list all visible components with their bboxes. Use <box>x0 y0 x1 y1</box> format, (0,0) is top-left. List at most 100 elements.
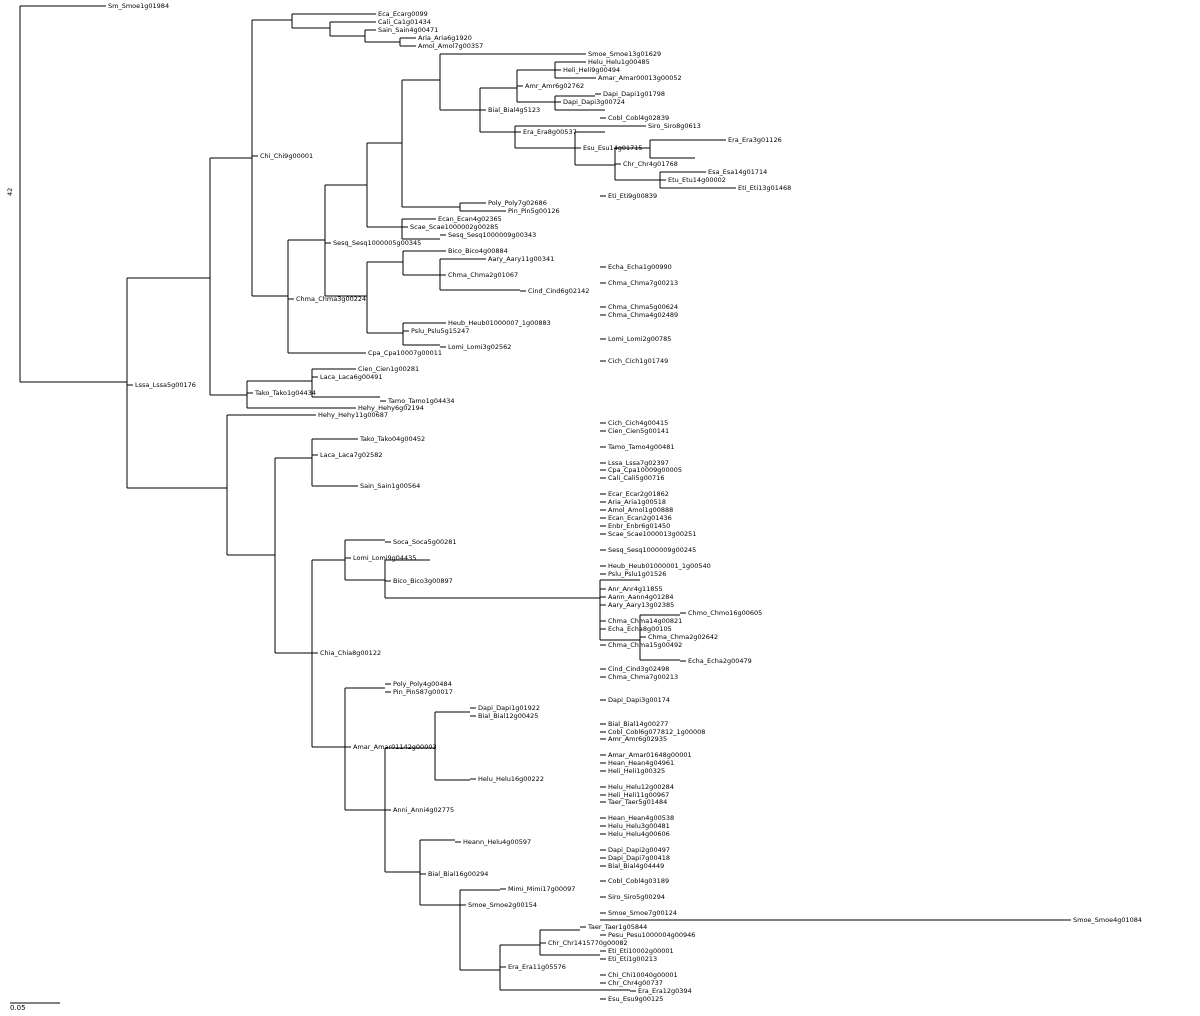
leaf-label: Bial_Bial16g00294 <box>428 870 488 878</box>
leaf-label: Sm_Smoe1g01984 <box>108 2 169 10</box>
leaf-label: Era_Era8g00537 <box>523 128 577 136</box>
leaf-label: Helu_Helu16g00222 <box>478 775 544 783</box>
leaf-label: Pslu_Pslu1g01526 <box>608 570 666 578</box>
leaf-label: Helu_Helu4g00606 <box>608 830 670 838</box>
leaf-label: Chia_Chia8g00122 <box>320 649 381 657</box>
leaf-label: Helu_Helu12g00284 <box>608 783 674 791</box>
leaf-label: Scae_Scae1000013g00251 <box>608 530 696 538</box>
leaf-label: Sesq_Sesq1000005g00345 <box>333 239 421 247</box>
leaf-label: Lomi_Lomi3g02562 <box>448 343 511 351</box>
leaf-label: Dapi_Dapi1g01798 <box>603 90 665 98</box>
leaf-label: Sesq_Sesq1000009g00343 <box>448 231 536 239</box>
leaf-label: Cali_Ca1g01434 <box>378 18 431 26</box>
leaf-label: Mimi_Mimi17g00097 <box>508 885 575 893</box>
leaf-label: Cobl_Cobl4g03189 <box>608 877 669 885</box>
leaf-label: Cpa_Cpa10009g00005 <box>608 466 682 474</box>
leaf-label: Era_Era3g01126 <box>728 136 782 144</box>
leaf-label: Chma_Chma2g02642 <box>648 633 718 641</box>
leaf-label: Cali_Cali5g00716 <box>608 474 664 482</box>
leaf-label: Era_Era12g0394 <box>638 987 692 995</box>
leaf-label: Era_Era11g05576 <box>508 963 566 971</box>
leaf-label: Bial_Bial12g00425 <box>478 712 538 720</box>
leaf-label: Cind_Cind6g02142 <box>528 287 589 295</box>
leaf-label: Chma_Chma7g00213 <box>608 279 678 287</box>
leaf-label: Chma_Chma3g00224 <box>296 295 366 303</box>
leaf-label: Laca_Laca6g00491 <box>320 373 383 381</box>
leaf-label: Anni_Anni4g02775 <box>393 806 454 814</box>
leaf-label: Ecar_Ecar2g01862 <box>608 490 669 498</box>
leaf-label: Dapi_Dapi3g00724 <box>563 98 625 106</box>
leaf-label: Cich_Cich1g01749 <box>608 357 668 365</box>
leaf-label: Tamo_Tamo1g04434 <box>387 397 455 405</box>
leaf-label: Dapi_Dapi1g01922 <box>478 704 540 712</box>
leaf-label: Poly_Poly4g00484 <box>393 680 452 688</box>
leaf-label: Amar_Amar01142g00003 <box>353 743 437 751</box>
leaf-label: Hean_Hean4g00538 <box>608 814 674 822</box>
leaf-label: Cpa_Cpa10007g00011 <box>368 349 442 357</box>
leaf-label: Taer_Taer5g01484 <box>607 798 667 806</box>
leaf-label: Eti_Eti1g00213 <box>608 955 657 963</box>
leaf-label: Chma_Chma14g00821 <box>608 617 682 625</box>
leaf-label: Poly_Poly7g02686 <box>488 199 547 207</box>
leaf-label: Scae_Scae1000002g00285 <box>410 223 498 231</box>
leaf-label: Sain_Sain1g00564 <box>360 482 420 490</box>
leaf-label: Ecan_Ecan2g01436 <box>608 514 672 522</box>
leaf-label: Chi_Chi9g00001 <box>260 152 313 160</box>
leaf-label: Chr_Chr4g01768 <box>623 160 678 168</box>
leaf-label: Cobl_Cobl4g02839 <box>608 114 669 122</box>
leaf-label: Bial_Bial4g04449 <box>608 862 664 870</box>
leaf-label: Dapi_Dapi7g00418 <box>608 854 670 862</box>
leaf-label: Heli_Heli9g00494 <box>563 66 620 74</box>
leaf-label: Hehy_Hehy11g00687 <box>318 411 388 419</box>
leaf-label: Smoe_Smoe13g01629 <box>588 50 661 58</box>
leaf-label: Soca_Soca5g00281 <box>393 538 457 546</box>
leaf-label: Lomi_Lomi2g00785 <box>608 335 671 343</box>
leaf-label: Taer_Taer1g05844 <box>587 923 647 931</box>
leaf-label: Sain_Sain4g00471 <box>378 26 438 34</box>
leaf-label: Bial_Bial4g5123 <box>488 106 540 114</box>
leaf-label: Echa_Echa8g00105 <box>608 625 672 633</box>
leaf-label: Esa_Esa14g01714 <box>708 168 767 176</box>
leaf-label: Etu_Etu14g00002 <box>668 176 726 184</box>
leaf-label: Smoe_Smoe7g00124 <box>608 909 677 917</box>
leaf-label: Hehy_Hehy6g02194 <box>358 404 424 412</box>
leaf-label: Pin_Pin5g00126 <box>508 207 560 215</box>
leaf-label: Eti_Eti9g00839 <box>608 192 657 200</box>
leaf-label: Amar_Amar01648g00001 <box>608 751 692 759</box>
leaf-label: Tako_Tako04g00452 <box>359 435 425 443</box>
leaf-label: Anr_Anr4g11855 <box>608 585 663 593</box>
leaf-label: Cind_Cind3g02498 <box>608 665 669 673</box>
leaf-label: Chma_Chma7g00213 <box>608 673 678 681</box>
leaf-label: Echa_Echa1g00990 <box>608 263 672 271</box>
leaf-label: Smoe_Smoe4g01084 <box>1073 916 1142 924</box>
leaf-label: Amar_Amar00013g00052 <box>598 74 682 82</box>
leaf-label: Hean_Hean4g04961 <box>608 759 674 767</box>
leaf-label: Heli_Heli11g00967 <box>608 791 669 799</box>
leaf-label: Aann_Aann4g01284 <box>608 593 674 601</box>
leaf-label: Heub_Heub01000007_1g00883 <box>448 319 551 327</box>
leaf-labels: Sm_Smoe1g01984Eca_Ecarg0099Cali_Ca1g0143… <box>100 2 1142 1003</box>
leaf-label: Pin_Pin587g00017 <box>393 688 453 696</box>
leaf-label: Helu_Helu3g00481 <box>608 822 670 830</box>
leaf-label: Enbr_Enbr6g01450 <box>608 522 670 530</box>
leaf-label: Helu_Helu1g00485 <box>588 58 650 66</box>
leaf-label: Smoe_Smoe2g00154 <box>468 901 537 909</box>
leaf-label: Tako_Tako1g04434 <box>254 389 316 397</box>
leaf-label: Sesq_Sesq1000009g00245 <box>608 546 696 554</box>
leaf-label: Chr_Chr4g00737 <box>608 979 663 987</box>
leaf-label: Dapi_Dapi2g00497 <box>608 846 670 854</box>
leaf-label: Chi_Chi10040g00001 <box>608 971 678 979</box>
leaf-label: Cien_Cien5g00141 <box>608 427 669 435</box>
leaf-label: Bial_Bial14g00277 <box>608 720 668 728</box>
leaf-label: Amr_Amr6g02762 <box>525 82 584 90</box>
leaf-label: Pesu_Pesu1000004g00946 <box>608 931 695 939</box>
root-support-value: 42 <box>6 188 14 196</box>
leaf-label: Amr_Amr6g02935 <box>608 735 667 743</box>
leaf-label: Chma_Chma5g00624 <box>608 303 678 311</box>
leaf-label: Echa_Echa2g00479 <box>688 657 752 665</box>
leaf-label: Laca_Laca7g02582 <box>320 451 383 459</box>
leaf-label: Chmo_Chmo16g00605 <box>688 609 762 617</box>
leaf-label: Heub_Heub01000001_1g00540 <box>608 562 711 570</box>
leaf-label: Heli_Heli1g00325 <box>608 767 665 775</box>
